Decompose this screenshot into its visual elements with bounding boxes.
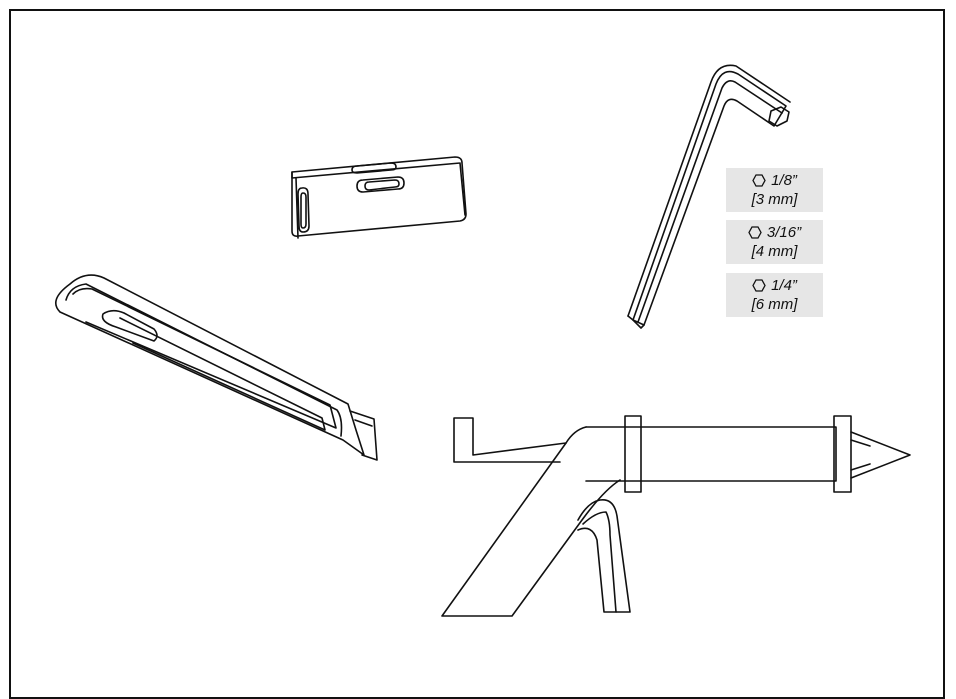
hex-key bbox=[627, 64, 791, 329]
hex-size-imperial: 1/4” bbox=[771, 277, 797, 294]
hex-size-label: 1/8” [3 mm] bbox=[726, 168, 823, 212]
level bbox=[291, 156, 467, 239]
hexagon-icon bbox=[748, 226, 762, 239]
utility-knife bbox=[54, 274, 378, 461]
hexagon-icon bbox=[752, 279, 766, 292]
hex-size-label: 3/16” [4 mm] bbox=[726, 220, 823, 264]
caulking-gun bbox=[441, 415, 911, 617]
hex-size-imperial: 3/16” bbox=[766, 224, 802, 241]
hex-size-metric: [3 mm] bbox=[751, 191, 798, 208]
hex-size-imperial: 1/8” bbox=[771, 172, 797, 189]
hex-size-metric: [4 mm] bbox=[751, 243, 798, 260]
hexagon-icon bbox=[752, 174, 766, 187]
hex-size-label: 1/4” [6 mm] bbox=[726, 273, 823, 317]
hex-size-metric: [6 mm] bbox=[751, 296, 798, 313]
